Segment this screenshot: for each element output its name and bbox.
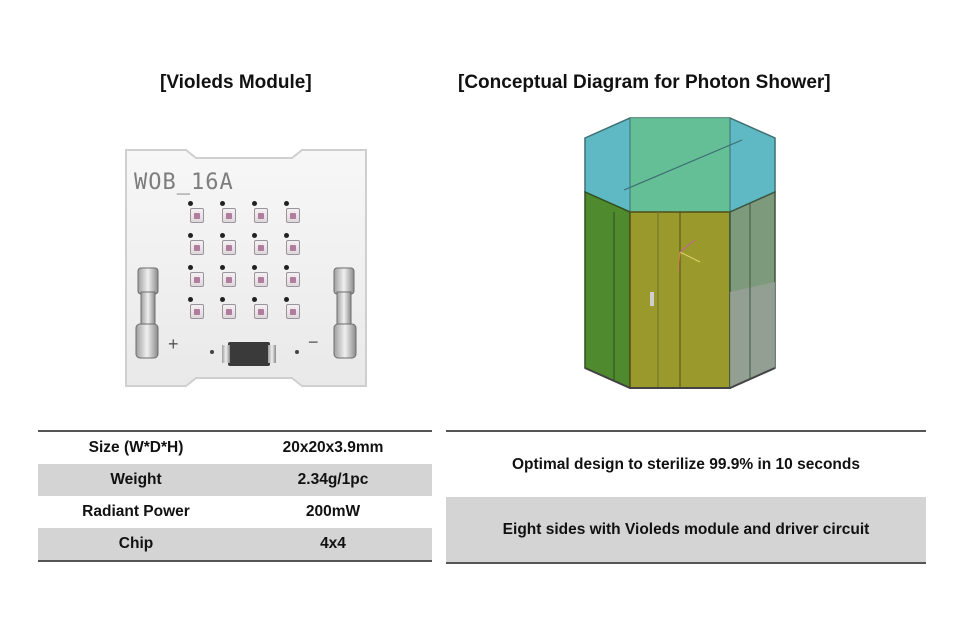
- photon-shower-diagram: [580, 112, 780, 398]
- led-chip: [254, 272, 268, 287]
- led-chip: [222, 272, 236, 287]
- led-chip: [254, 304, 268, 319]
- plus-terminal-label: +: [168, 334, 179, 354]
- minus-terminal-label: −: [308, 332, 319, 352]
- led-chip: [286, 240, 300, 255]
- led-chip: [190, 208, 204, 223]
- chip-marker-dot: [188, 265, 193, 270]
- led-chip: [286, 304, 300, 319]
- led-chip: [254, 240, 268, 255]
- chip-marker-dot: [284, 265, 289, 270]
- led-chip: [222, 208, 236, 223]
- table-row: Eight sides with Violeds module and driv…: [446, 497, 926, 564]
- module-model-label: WOB_16A: [134, 170, 234, 195]
- spec-value: 200mW: [305, 503, 361, 520]
- chip-marker-dot: [252, 265, 257, 270]
- violeds-module-image: WOB_16A + −: [122, 148, 370, 394]
- led-chip: [286, 272, 300, 287]
- diagram-section-title: [Conceptual Diagram for Photon Shower]: [458, 72, 831, 93]
- chip-marker-dot: [188, 297, 193, 302]
- led-chip: [286, 208, 300, 223]
- spec-label: Weight: [38, 464, 234, 496]
- spec-value: 2.34g/1pc: [234, 464, 432, 496]
- photon-shower-feature-table: Optimal design to sterilize 99.9% in 10 …: [446, 430, 926, 564]
- module-spec-table: Size (W*D*H) 20x20x3.9mm Weight 2.34g/1p…: [38, 430, 432, 562]
- table-row: Radiant Power 200mW: [38, 496, 432, 528]
- chip-marker-dot: [252, 297, 257, 302]
- chip-marker-dot: [284, 201, 289, 206]
- chip-marker-dot: [188, 201, 193, 206]
- table-row: Chip 4x4: [38, 528, 432, 562]
- table-row: Weight 2.34g/1pc: [38, 464, 432, 496]
- table-row: Optimal design to sterilize 99.9% in 10 …: [446, 430, 926, 497]
- led-chip: [222, 304, 236, 319]
- spec-value: 4x4: [234, 528, 432, 562]
- chip-marker-dot: [220, 233, 225, 238]
- spec-label: Radiant Power: [82, 503, 190, 520]
- spec-value: 20x20x3.9mm: [234, 430, 432, 464]
- table-row: Size (W*D*H) 20x20x3.9mm: [38, 430, 432, 464]
- chip-marker-dot: [284, 233, 289, 238]
- chip-marker-dot: [188, 233, 193, 238]
- chip-marker-dot: [252, 233, 257, 238]
- chip-marker-dot: [284, 297, 289, 302]
- feature-text: Eight sides with Violeds module and driv…: [446, 497, 926, 564]
- chip-marker-dot: [220, 265, 225, 270]
- led-chip: [190, 240, 204, 255]
- led-chip: [222, 240, 236, 255]
- spec-label: Chip: [38, 528, 234, 562]
- chip-marker-dot: [220, 201, 225, 206]
- chip-marker-dot: [220, 297, 225, 302]
- led-chip: [254, 208, 268, 223]
- led-chip: [190, 272, 204, 287]
- led-chip: [190, 304, 204, 319]
- spec-label: Size (W*D*H): [38, 430, 234, 464]
- feature-text: Optimal design to sterilize 99.9% in 10 …: [446, 430, 926, 497]
- module-section-title: [Violeds Module]: [160, 72, 312, 93]
- chip-marker-dot: [252, 201, 257, 206]
